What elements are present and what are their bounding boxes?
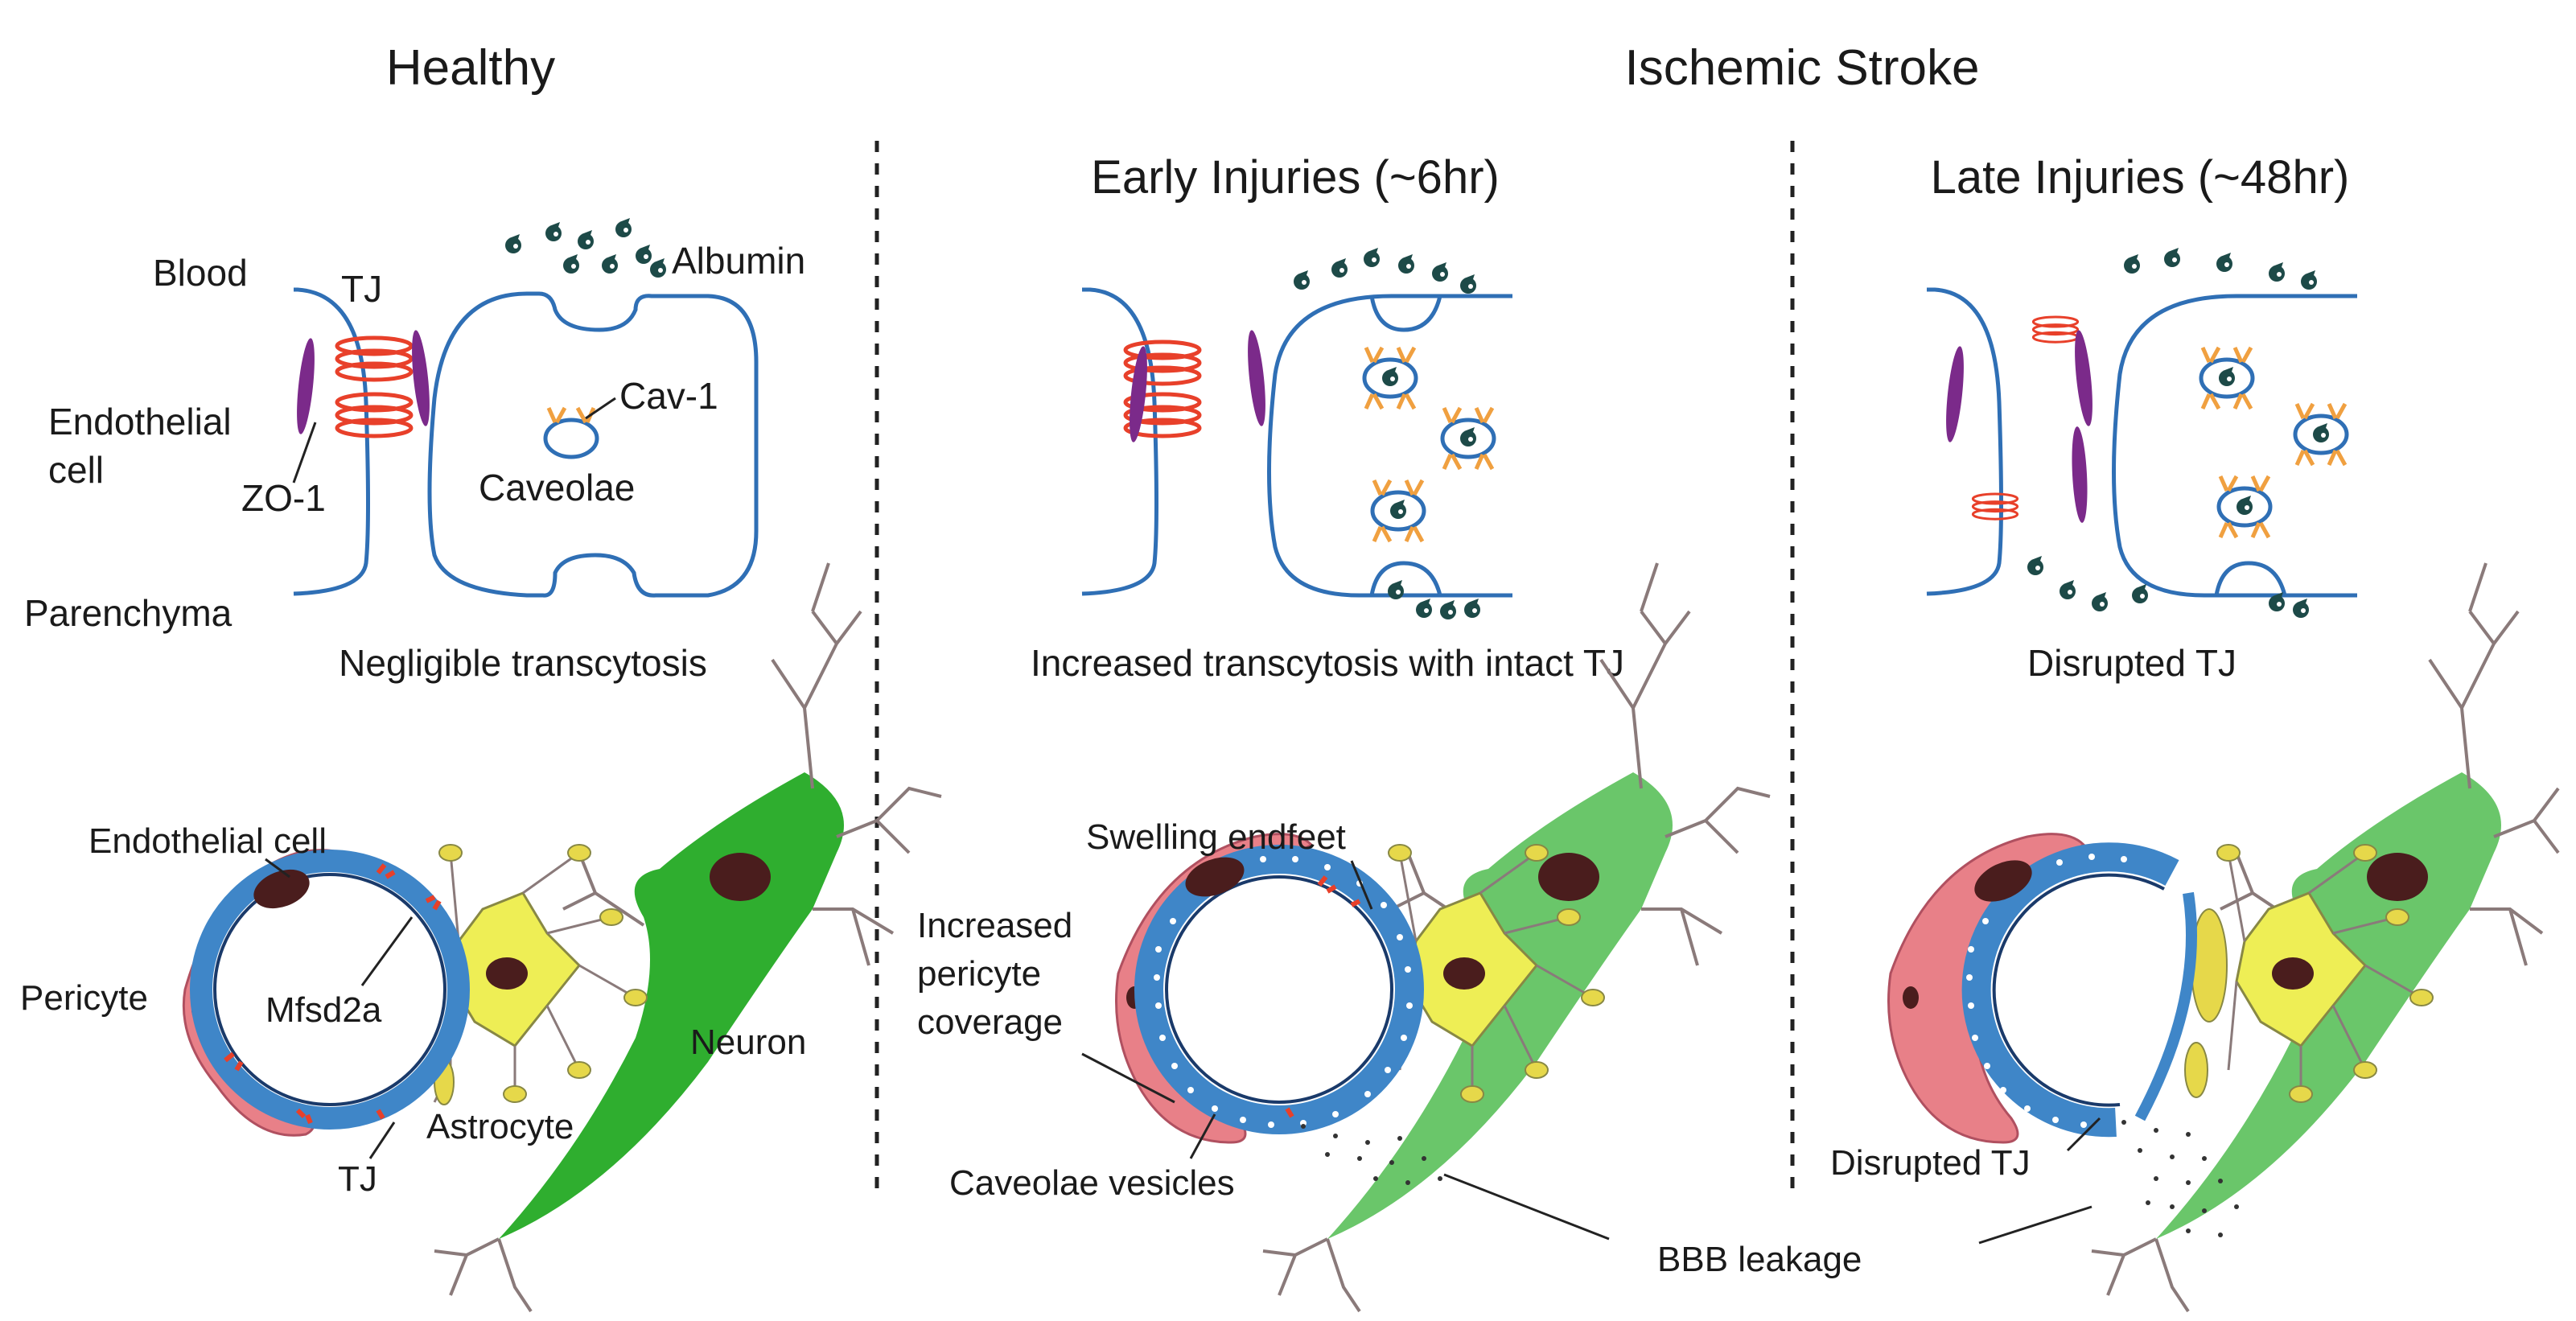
healthy-neurovascular-unit — [182, 562, 942, 1313]
label-albumin: Albumin — [672, 240, 805, 282]
late-neurovascular-unit — [1887, 562, 2560, 1313]
albumin-cluster — [505, 218, 666, 278]
label-tj-lower: TJ — [338, 1159, 377, 1199]
label-swelling-endfeet: Swelling endfeet — [1086, 817, 1346, 857]
endothelial-cell-pointer — [265, 858, 290, 879]
early-title: Early Injuries (~6hr) — [1091, 151, 1500, 204]
late-title: Late Injuries (~48hr) — [1931, 151, 2350, 204]
bbb-leakage-pointer-right — [1978, 1205, 2092, 1245]
label-pericyte-early: pericyte — [917, 954, 1041, 994]
early-endothelium — [1081, 248, 1512, 619]
caveolae-vesicles-pointer — [1189, 1113, 1216, 1159]
healthy-endothelium — [293, 218, 759, 598]
label-caveolae-vesicles: Caveolae vesicles — [949, 1163, 1235, 1203]
label-increased: Increased — [917, 906, 1072, 945]
label-cav1: Cav-1 — [619, 375, 718, 417]
caption-healthy: Negligible transcytosis — [339, 642, 707, 684]
label-disrupted-tj: Disrupted TJ — [1830, 1143, 2031, 1183]
disrupted-tj-pointer — [2066, 1117, 2101, 1152]
late-endothelium — [1926, 248, 2357, 618]
label-mfsd2a: Mfsd2a — [265, 990, 382, 1030]
label-pericyte: Pericyte — [20, 978, 148, 1018]
leakage-dots-early — [1301, 1124, 1442, 1185]
healthy-title: Healthy — [386, 40, 555, 96]
zo1-pointer — [292, 422, 317, 484]
label-astrocyte: Astrocyte — [426, 1107, 574, 1146]
label-caveolae: Caveolae — [479, 467, 635, 508]
label-bbb-leakage: BBB leakage — [1657, 1240, 1862, 1279]
cav1-pointer — [585, 397, 616, 420]
early-neurovascular-unit — [1115, 562, 1771, 1313]
stroke-title: Ischemic Stroke — [1624, 40, 1979, 96]
label-cell: cell — [48, 449, 104, 491]
label-endothelial: Endothelial — [48, 401, 232, 442]
bbb-leakage-pointer-left — [1443, 1173, 1610, 1241]
label-neuron: Neuron — [690, 1023, 806, 1062]
pericyte-coverage-pointer — [1081, 1052, 1175, 1104]
label-zo1: ZO-1 — [241, 477, 326, 519]
tj-lower-pointer — [368, 1121, 396, 1159]
caption-early: Increased transcytosis with intact TJ — [1031, 642, 1624, 684]
swelling-pointer — [1350, 860, 1373, 910]
endothelial-ring-healthy — [190, 850, 470, 1130]
label-coverage: coverage — [917, 1002, 1063, 1042]
label-tj: TJ — [341, 268, 382, 310]
caption-late: Disrupted TJ — [2027, 642, 2237, 684]
leakage-dots-late — [2121, 1120, 2239, 1237]
neuron-healthy — [499, 772, 844, 1239]
mfsd2a-pointer — [360, 916, 414, 986]
label-endothelial-cell: Endothelial cell — [88, 821, 327, 861]
label-parenchyma: Parenchyma — [24, 592, 232, 634]
label-blood: Blood — [153, 252, 248, 294]
